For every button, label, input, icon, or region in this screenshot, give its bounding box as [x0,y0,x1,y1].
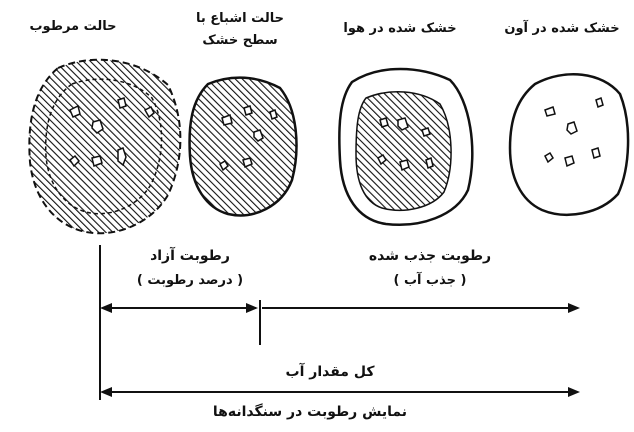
label-air-dry: خشک شده در هوا [330,22,470,37]
label-free-moisture-sub: ( درصد رطوبت ) [120,274,260,289]
total-water-arrow-left [100,387,112,397]
aggregate-ssd [190,78,297,216]
label-absorbed-moisture-sub: ( جذب آب ) [360,274,500,289]
absorbed-moisture-arrow-right [568,303,580,313]
figure-caption: نمایش رطوبت در سنگدانه‌ها [180,404,440,420]
label-oven-dry: خشک شده در آون [492,22,632,37]
label-ssd-line1: حالت اشباع با [180,12,300,27]
label-free-moisture: رطوبت آزاد [120,248,260,264]
label-total-water: کل مقدار آب [270,364,390,380]
label-ssd-line2: سطح خشک [180,34,300,49]
free-moisture-arrow-right [246,303,258,313]
total-water-arrow-right [568,387,580,397]
aggregate-oven-dry [510,74,628,214]
aggregate-oven-dry-outline [510,74,628,214]
label-saturated-wet: حالت مرطوب [8,20,138,35]
aggregate-wet [29,60,180,234]
label-absorbed-moisture: رطوبت جذب شده [350,248,510,264]
free-moisture-arrow-left [100,303,112,313]
aggregate-air-dry [339,69,472,225]
aggregate-ssd-body [190,78,297,216]
aggregate-wet-body [46,79,162,214]
aggregate-air-dry-core [356,92,451,211]
